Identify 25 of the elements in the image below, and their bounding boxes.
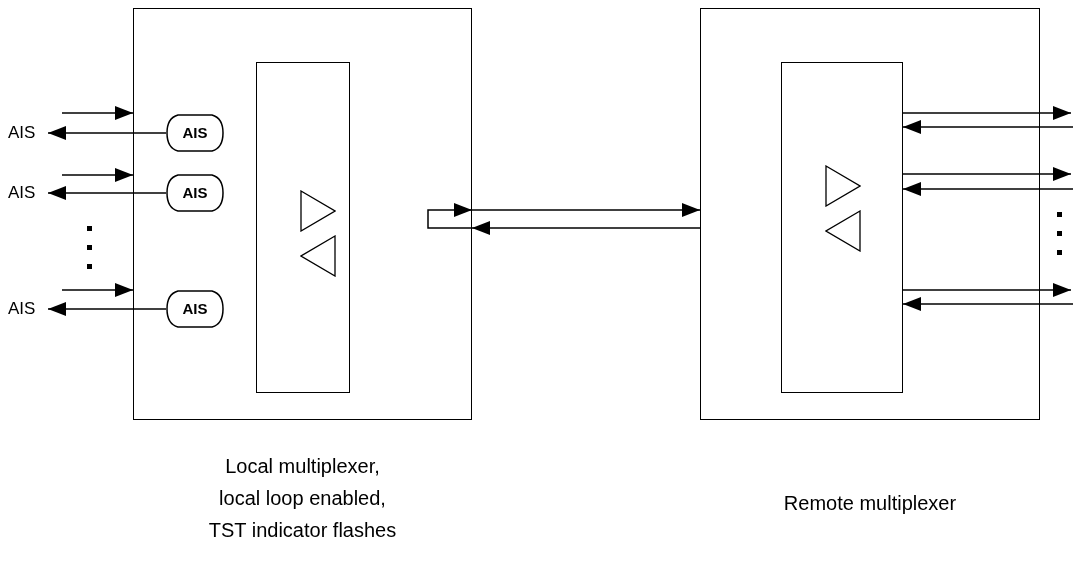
arrow bbox=[902, 283, 1072, 297]
signal-label: AIS bbox=[182, 123, 208, 143]
node-label: Local multiplexer, local loop enabled, TST indicator flashes bbox=[207, 454, 398, 543]
node-label: Remote multiplexer bbox=[782, 491, 958, 516]
arrow bbox=[471, 221, 701, 235]
arrow bbox=[902, 297, 1073, 311]
arrow bbox=[902, 182, 1073, 196]
module-box bbox=[256, 62, 350, 393]
signal-text: AIS bbox=[8, 182, 48, 204]
arrow bbox=[61, 283, 134, 297]
signal-text: AIS bbox=[8, 122, 48, 144]
signal-text: AIS bbox=[8, 298, 48, 320]
arrow bbox=[902, 106, 1072, 120]
signal-label: AIS bbox=[182, 299, 208, 319]
arrow bbox=[47, 302, 167, 316]
arrow bbox=[427, 203, 473, 229]
arrow bbox=[902, 120, 1073, 134]
arrow bbox=[47, 186, 167, 200]
arrow bbox=[47, 126, 167, 140]
signal-label: AIS bbox=[182, 183, 208, 203]
module-box bbox=[781, 62, 903, 393]
arrow bbox=[902, 167, 1072, 181]
arrow bbox=[61, 106, 134, 120]
arrow bbox=[471, 203, 701, 217]
arrow bbox=[61, 168, 134, 182]
